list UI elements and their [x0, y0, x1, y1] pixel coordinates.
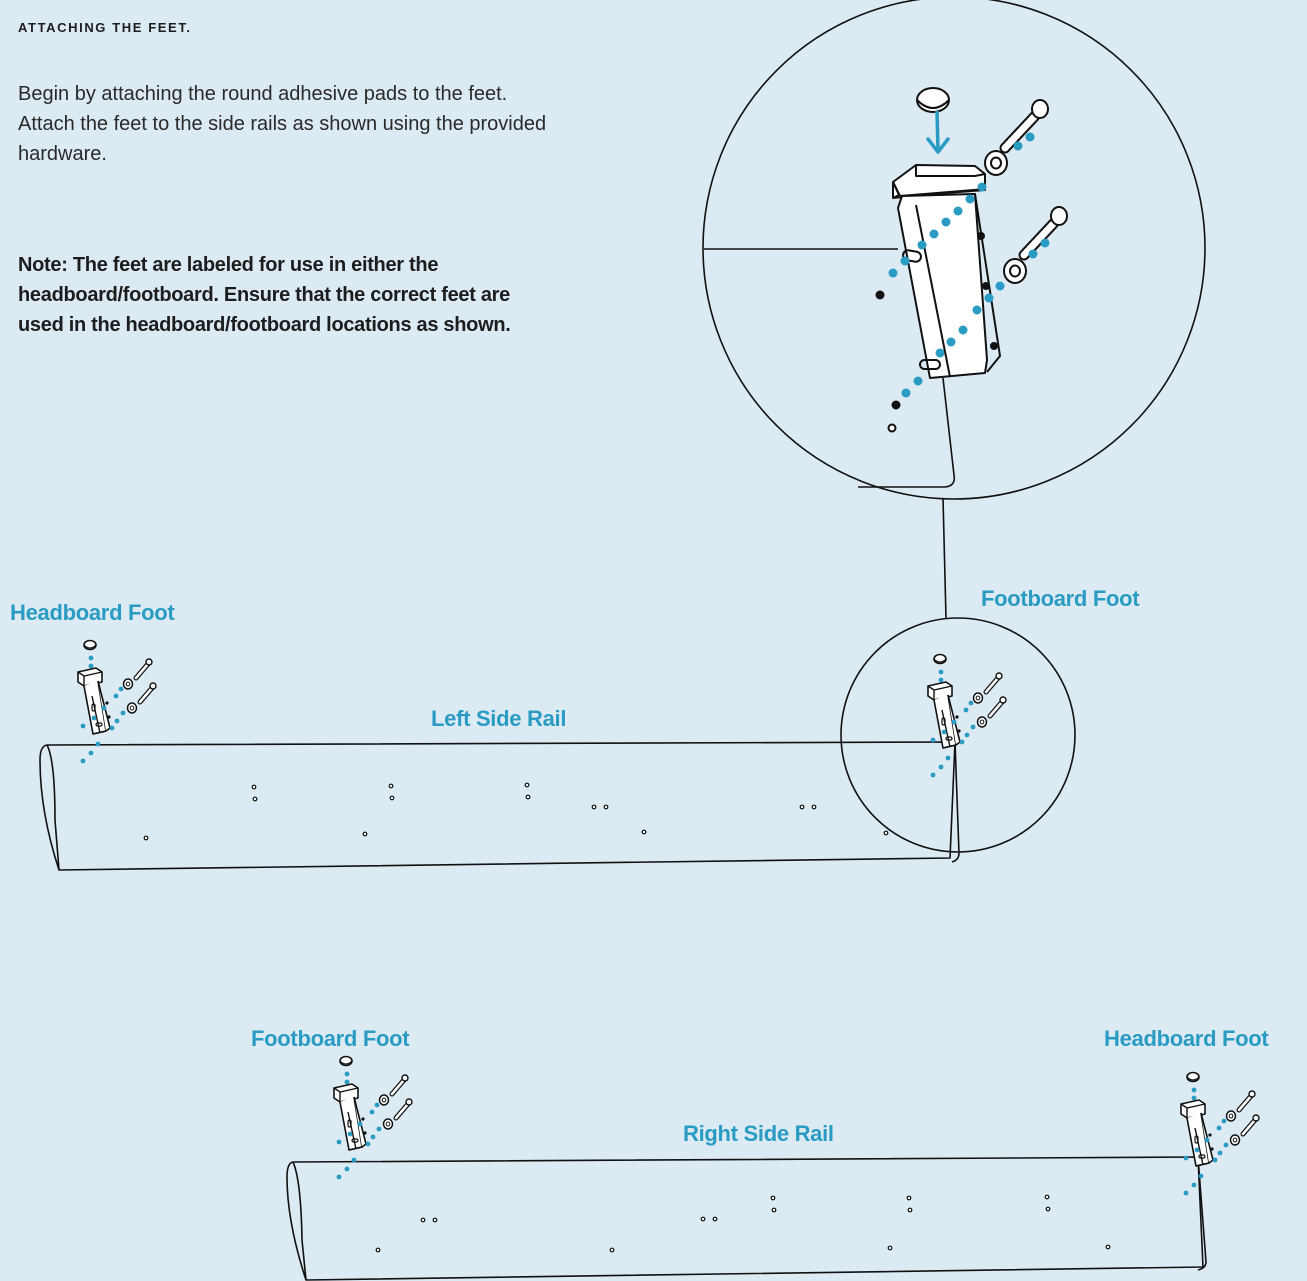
right-rail-holes [375, 1194, 1111, 1253]
left-rail-holes [143, 782, 889, 841]
right-side-rail-label: Right Side Rail [683, 1121, 834, 1146]
magnifier-circle [840, 617, 1076, 853]
footboard-foot-left-rail [928, 655, 1006, 778]
headboard-foot-right-rail [1181, 1073, 1259, 1196]
note-paragraph: Note: The feet are labeled for use in ei… [18, 254, 511, 336]
right-side-rail [286, 1156, 1207, 1281]
headboard-foot-label-right-rail: Headboard Foot [1104, 1026, 1269, 1051]
big-bolts [999, 99, 1068, 261]
left-side-rail [39, 741, 960, 871]
big-guide-dots [888, 132, 1050, 398]
footboard-foot-label-right-rail: Footboard Foot [251, 1026, 410, 1051]
footboard-foot-label-left-rail: Footboard Foot [981, 586, 1140, 611]
intro-paragraph: Begin by attaching the round adhesive pa… [18, 83, 547, 165]
detail-magnifier [702, 0, 1206, 619]
left-side-rail-label: Left Side Rail [431, 706, 567, 731]
headboard-foot-label-left-rail: Headboard Foot [10, 600, 175, 625]
big-foot-drawing [892, 87, 1027, 379]
section-heading: ATTACHING THE FEET. [18, 20, 192, 35]
